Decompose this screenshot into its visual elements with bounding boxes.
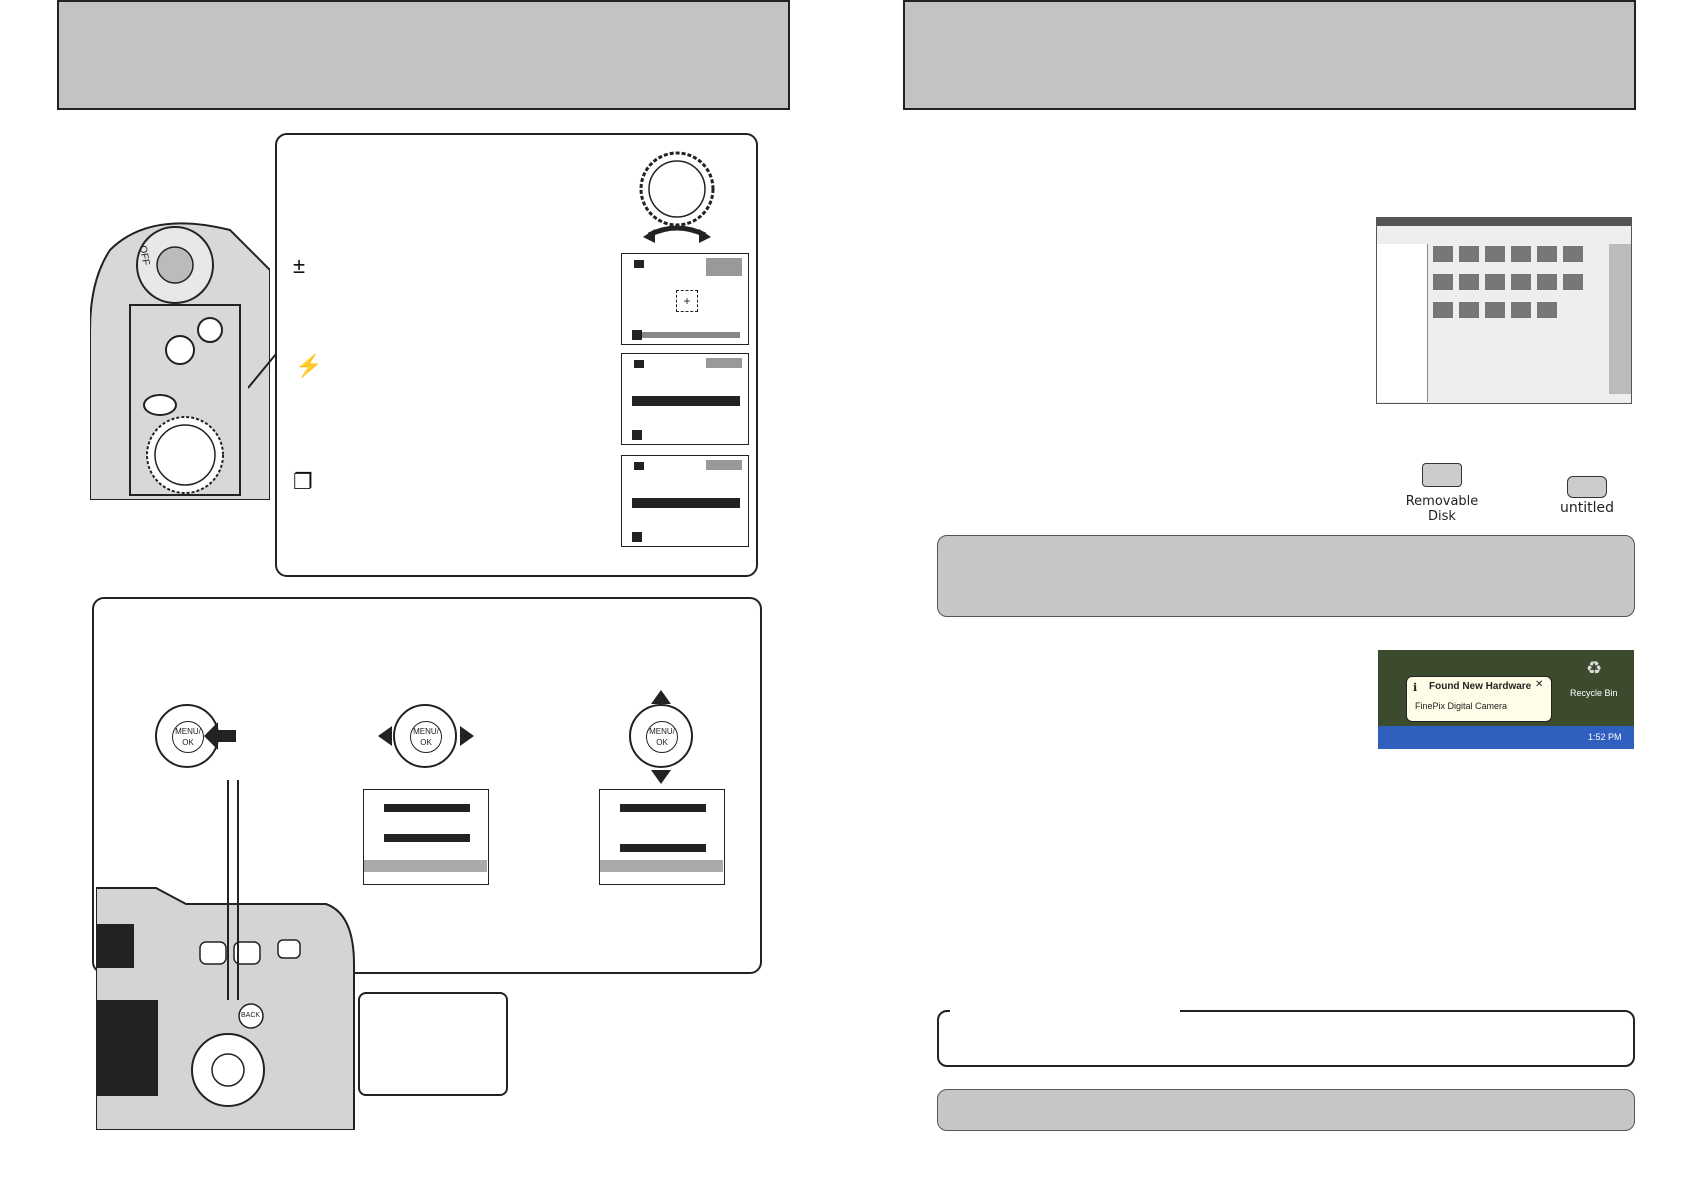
menu-bottom-bar	[364, 860, 487, 872]
menu-title-bar	[620, 804, 706, 812]
menu-ok-button[interactable]: MENU/ OK	[172, 721, 204, 753]
left-right-arrows-icon	[378, 726, 474, 746]
lcd-battery-tag	[706, 460, 742, 470]
notification-body: FinePix Digital Camera	[1415, 701, 1508, 711]
lcd-flash-options-bar	[632, 396, 740, 406]
image-browser-screenshot	[1376, 217, 1632, 404]
back-button-label: BACK	[241, 1012, 261, 1019]
camera-top-svg	[89, 222, 271, 501]
flash-icon: ⚡	[295, 353, 323, 378]
browser-thumbnail-grid	[1431, 244, 1607, 364]
lcd-flash-preview	[621, 353, 749, 445]
close-icon[interactable]: ✕	[1535, 679, 1544, 690]
note-box-outlined	[937, 1010, 1635, 1067]
untitled-drive-icon[interactable]	[1567, 476, 1607, 498]
menu-highlight	[384, 834, 470, 842]
menu-screen-2	[599, 789, 725, 885]
menu-ok-label: MENU/ OK	[649, 727, 675, 747]
lcd-continuous-options-bar	[632, 498, 740, 508]
untitled-drive-label: untitled	[1559, 500, 1614, 516]
up-down-arrows-icon	[651, 690, 671, 784]
dpad-left-right[interactable]: MENU/ OK	[393, 704, 457, 768]
right-page-header	[903, 0, 1636, 110]
taskbar	[1378, 726, 1634, 749]
menu-title-bar	[384, 804, 470, 812]
command-dial[interactable]	[637, 149, 717, 249]
info-icon: ℹ	[1413, 682, 1418, 694]
recycle-bin-icon[interactable]: ♻	[1586, 658, 1603, 678]
lcd-exposure-preview: +	[621, 253, 749, 345]
exposure-compensation-icon: ±	[293, 253, 306, 278]
lcd-continuous-preview	[621, 455, 749, 547]
camera-top-illustration: OFF	[89, 210, 271, 501]
menu-ok-button[interactable]: MENU/ OK	[410, 721, 442, 753]
lcd-mode-mark	[632, 330, 642, 340]
lcd-mode-mark	[632, 430, 642, 440]
taskbar-clock: 1:52 PM	[1588, 732, 1622, 742]
note-box-2	[937, 1089, 1635, 1131]
callout-lines	[227, 780, 239, 1000]
menu-highlight	[620, 844, 706, 852]
removable-disk-label: Removable Disk	[1405, 494, 1479, 524]
menu-screen-1	[363, 789, 489, 885]
menu-ok-label: MENU/ OK	[413, 727, 439, 747]
mode-panel: ± ⚡ ❐ +	[275, 133, 758, 577]
menu-bottom-bar	[600, 860, 723, 872]
lcd-exposure-scale	[632, 332, 740, 338]
browser-side-banner	[1609, 244, 1631, 394]
menu-ok-label: MENU/ OK	[175, 727, 201, 747]
connector-line	[248, 353, 277, 389]
browser-sidebar	[1377, 244, 1428, 402]
browser-title-bar	[1377, 218, 1631, 226]
windows-notification-screenshot: ℹ Found New Hardware FinePix Digital Cam…	[1378, 650, 1634, 749]
lcd-battery-tag	[706, 358, 742, 368]
lcd-mode-mark	[632, 532, 642, 542]
menu-ok-button[interactable]: MENU/ OK	[646, 721, 678, 753]
lcd-corner-mark	[634, 360, 644, 368]
notification-balloon: ℹ Found New Hardware FinePix Digital Cam…	[1406, 676, 1552, 722]
camera-back-illustration: BACK	[95, 884, 356, 1131]
command-dial-svg	[639, 151, 715, 243]
lcd-corner-mark	[634, 260, 644, 268]
back-button-callout	[358, 992, 508, 1096]
recycle-bin-label: Recycle Bin	[1570, 688, 1618, 698]
press-arrow-icon	[204, 722, 236, 750]
focus-frame-icon: +	[676, 290, 698, 312]
left-page-header	[57, 0, 790, 110]
lcd-battery-tag	[706, 258, 742, 276]
notification-title: Found New Hardware	[1429, 681, 1532, 692]
lcd-corner-mark	[634, 462, 644, 470]
removable-disk-icon[interactable]	[1422, 463, 1462, 487]
continuous-shooting-icon: ❐	[293, 469, 313, 494]
camera-back-svg	[95, 887, 355, 1131]
note-box-1	[937, 535, 1635, 617]
dpad-up-down[interactable]: MENU/ OK	[629, 704, 693, 768]
note-box-tab-gap	[950, 1006, 1180, 1012]
thumbnail-grid-svg	[1433, 246, 1583, 318]
